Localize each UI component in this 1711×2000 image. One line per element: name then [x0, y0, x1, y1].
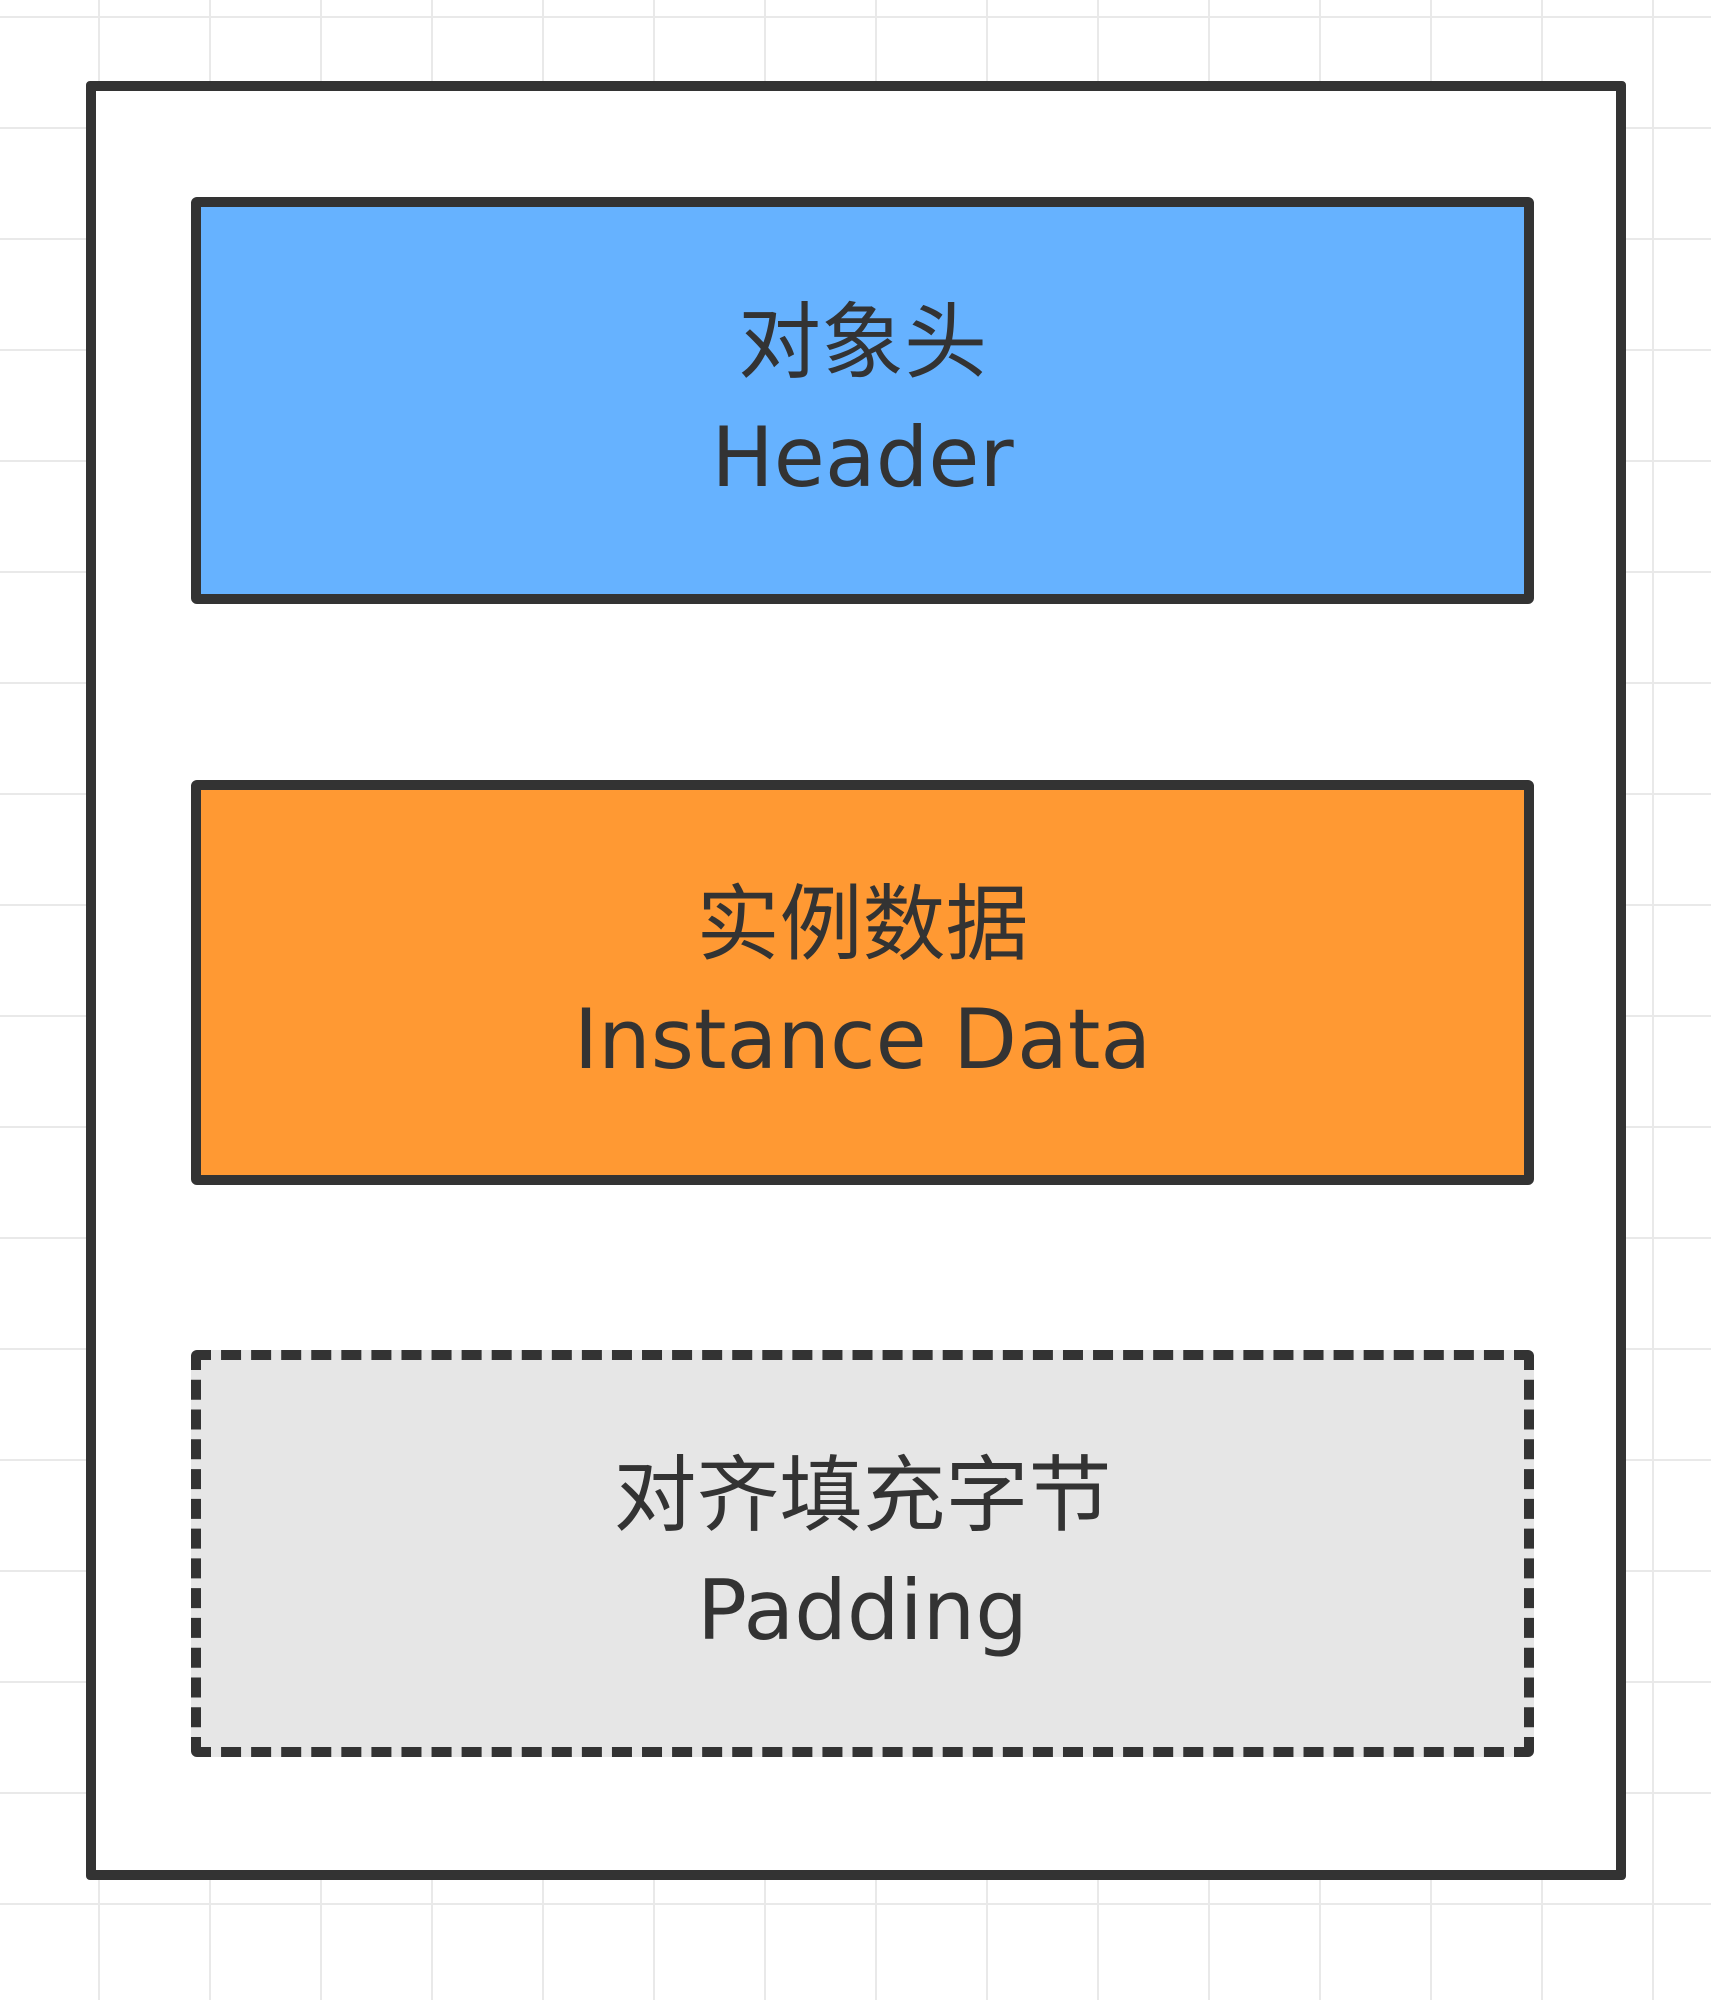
padding-label-zh: 对齐填充字节 [613, 1446, 1112, 1544]
instance-data-label-zh: 实例数据 [696, 875, 1029, 973]
header-label-en: Header [711, 408, 1014, 506]
header-label-zh: 对象头 [738, 293, 987, 391]
header-block[interactable]: 对象头 Header [191, 197, 1534, 604]
padding-block[interactable]: 对齐填充字节 Padding [191, 1350, 1534, 1757]
instance-data-block[interactable]: 实例数据 Instance Data [191, 780, 1534, 1185]
instance-data-label-en: Instance Data [573, 990, 1152, 1088]
padding-label-en: Padding [697, 1561, 1028, 1659]
